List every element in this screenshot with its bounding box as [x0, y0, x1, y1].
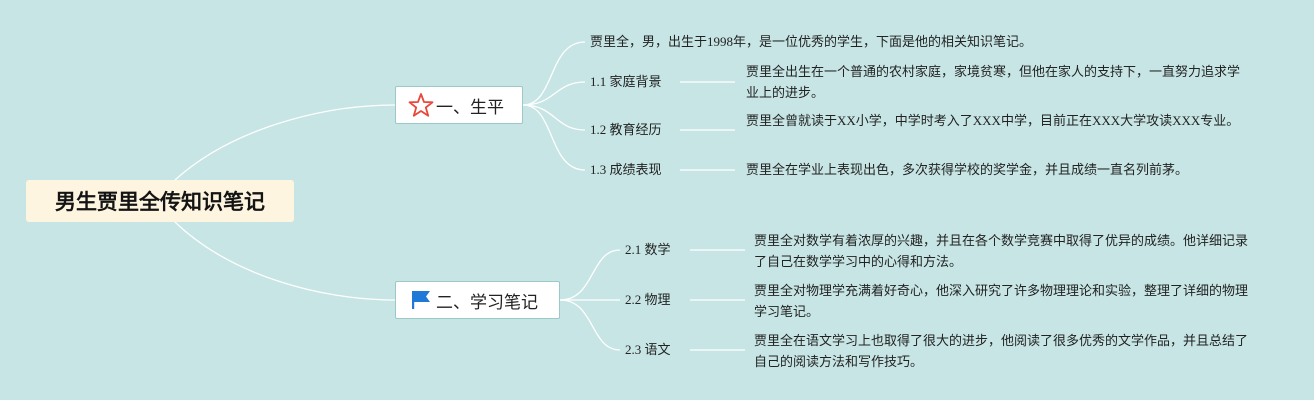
- biography-intro-text[interactable]: 贾里全，男，出生于1998年，是一位优秀的学生，下面是他的相关知识笔记。: [590, 34, 1033, 49]
- item-note-2-3[interactable]: 贾里全在语文学习上也取得了很大的进步，他阅读了很多优秀的文学作品，并且总结了自己…: [754, 333, 1249, 369]
- connector-b1-item3: [522, 104, 586, 171]
- item-label-1-3[interactable]: 1.3 成绩表现: [590, 162, 662, 177]
- item-note-1-1[interactable]: 贾里全出生在一个普通的农村家庭，家境贫寒，但他在家人的支持下，一直努力追求学业上…: [746, 64, 1241, 100]
- connector-b1-item1: [522, 81, 586, 106]
- item-note-2-2[interactable]: 贾里全对物理学充满着好奇心，他深入研究了许多物理理论和实验，整理了详细的物理学习…: [754, 283, 1249, 319]
- item-note-1-3[interactable]: 贾里全在学业上表现出色，多次获得学校的奖学金，并且成绩一直名列前茅。: [746, 162, 1189, 177]
- item-label-2-1[interactable]: 2.1 数学: [625, 242, 671, 257]
- branch-node-biography[interactable]: 一、生平: [395, 86, 523, 124]
- connector-b2-item1: [559, 249, 621, 301]
- item-label-1-2[interactable]: 1.2 教育经历: [590, 122, 662, 137]
- branch-node-study-notes[interactable]: 二、学习笔记: [395, 281, 560, 319]
- connector-b1-intro: [522, 41, 586, 106]
- connector-root-branch2: [174, 221, 396, 301]
- item-label-1-1[interactable]: 1.1 家庭背景: [590, 74, 662, 89]
- branch-title-study-notes: 二、学习笔记: [436, 292, 538, 313]
- root-title: 男生贾里全传知识笔记: [55, 190, 265, 214]
- connector-b1-item2: [522, 104, 586, 131]
- connector-b2-item3: [559, 299, 621, 351]
- branch-title-biography: 一、生平: [436, 97, 504, 118]
- item-label-2-2[interactable]: 2.2 物理: [625, 292, 671, 307]
- star-outline-icon: [408, 92, 434, 118]
- blue-flag-icon: [408, 287, 434, 313]
- root-node[interactable]: 男生贾里全传知识笔记: [26, 180, 294, 222]
- item-note-2-1[interactable]: 贾里全对数学有着浓厚的兴趣，并且在各个数学竞赛中取得了优异的成绩。他详细记录了自…: [754, 233, 1249, 269]
- item-label-2-3[interactable]: 2.3 语文: [625, 342, 671, 357]
- item-note-1-2[interactable]: 贾里全曾就读于XX小学，中学时考入了XXX中学，目前正在XXX大学攻读XXX专业…: [746, 113, 1240, 128]
- connector-root-branch1: [174, 104, 396, 181]
